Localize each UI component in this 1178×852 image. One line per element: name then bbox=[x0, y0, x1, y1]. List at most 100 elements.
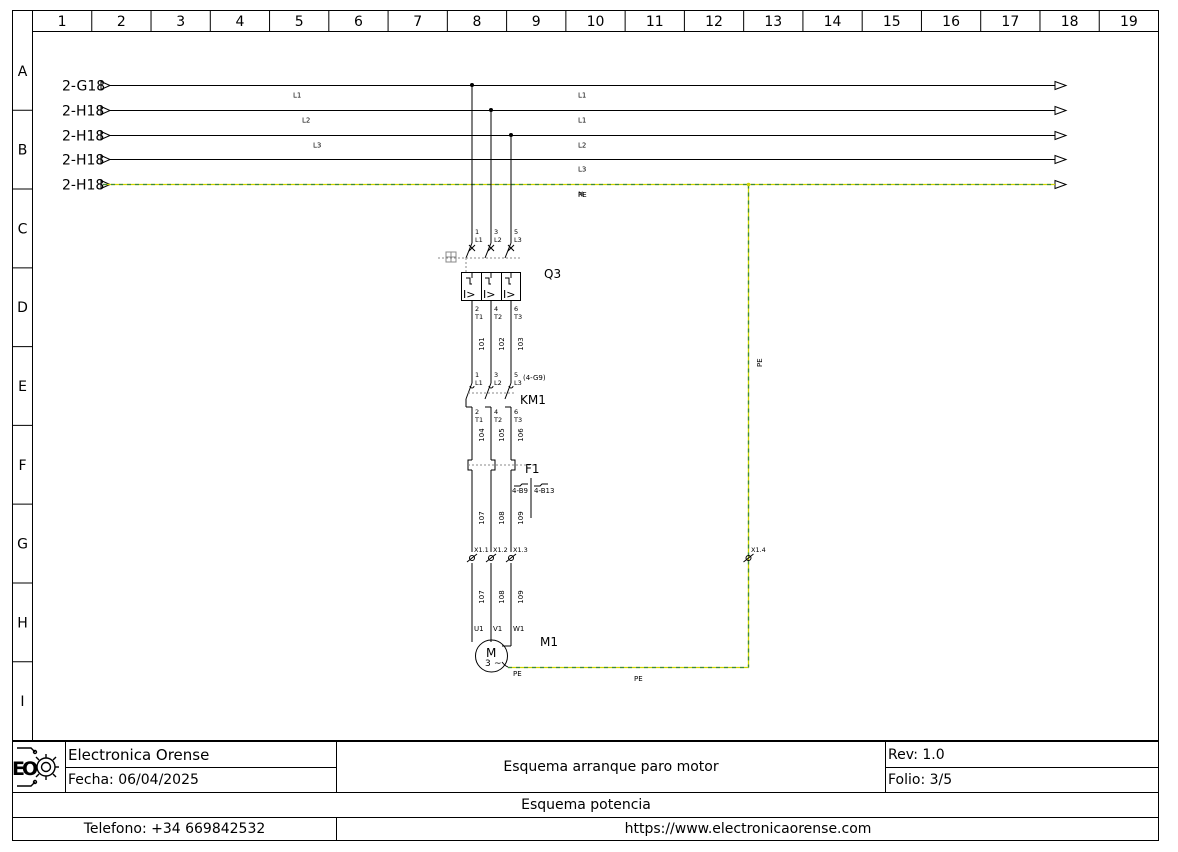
pe-conductor bbox=[103, 182, 1055, 669]
column-label: 15 bbox=[883, 14, 901, 30]
km1-pin-top-label: L1 bbox=[475, 379, 483, 387]
wire-number: 109 bbox=[517, 590, 525, 603]
logo-text: EO bbox=[13, 758, 38, 780]
row-label: F bbox=[18, 458, 26, 474]
column-label: 8 bbox=[473, 14, 482, 30]
row-label: A bbox=[18, 64, 28, 80]
column-label: 4 bbox=[235, 14, 244, 30]
title-block: EO Electronica Orense Fecha: 06/04/2025 … bbox=[12, 741, 1159, 841]
m1-pin-u1: U1 bbox=[474, 625, 484, 633]
q3-pin-top-num: 3 bbox=[494, 228, 498, 236]
column-label: 1 bbox=[58, 14, 67, 30]
km1-label: KM1 bbox=[520, 393, 546, 407]
q3-pin-top-label: L1 bbox=[475, 236, 483, 244]
website-link[interactable]: https://www.electronicaorense.com bbox=[624, 821, 872, 837]
junction-dots bbox=[470, 83, 513, 137]
company-name: Electronica Orense bbox=[68, 746, 210, 764]
busbar-end-arrow bbox=[1054, 179, 1068, 190]
title-block-hline-4 bbox=[13, 817, 1159, 818]
m1-label: M1 bbox=[540, 635, 558, 649]
company-logo: EO bbox=[12, 744, 65, 790]
busbar-ref: 2-H18 bbox=[62, 153, 104, 169]
q3-pin-top-num: 1 bbox=[475, 228, 479, 236]
column-label: 16 bbox=[942, 14, 960, 30]
m1-tilde: ~ bbox=[494, 659, 502, 669]
title-block-vline-1 bbox=[336, 742, 337, 792]
drawing-title: Esquema arranque paro motor bbox=[503, 759, 719, 775]
phone-field: Telefono: +34 669842532 bbox=[83, 821, 266, 837]
busbar-start-arrow bbox=[100, 130, 112, 141]
q3-label: Q3 bbox=[544, 267, 561, 281]
column-label: 17 bbox=[1001, 14, 1019, 30]
pe-vertical-label: PE bbox=[756, 358, 764, 367]
busbar-end-label: L1 bbox=[578, 117, 586, 125]
row-label: G bbox=[17, 537, 28, 553]
busbar-start-arrow bbox=[100, 80, 112, 91]
km1-pin-bot-label: T2 bbox=[493, 416, 502, 424]
q3-pin-bot-num: 4 bbox=[494, 305, 498, 313]
f1-label: F1 bbox=[525, 462, 540, 476]
q3-trip-3: I> bbox=[503, 288, 515, 301]
column-label: 6 bbox=[354, 14, 363, 30]
busbar-phase-label: L3 bbox=[313, 142, 321, 150]
q3-trip-1: I> bbox=[463, 288, 475, 301]
f1-ref-a: 4-B9 bbox=[512, 487, 528, 495]
wire-number: 102 bbox=[498, 337, 506, 350]
busbar-ref: 2-H18 bbox=[62, 129, 104, 145]
wire-number: 107 bbox=[478, 590, 486, 603]
column-label: 18 bbox=[1061, 14, 1079, 30]
row-label: B bbox=[18, 143, 28, 159]
row-label: H bbox=[17, 615, 28, 631]
revision-field: Rev: 1.0 bbox=[888, 747, 945, 763]
folio-field: Folio: 3/5 bbox=[888, 772, 953, 788]
drawing-subtitle: Esquema potencia bbox=[521, 796, 651, 813]
m1-motor: M 3 ~ M1 U1 V1 W1 PE bbox=[474, 625, 558, 678]
row-label: I bbox=[20, 694, 24, 710]
q3-pin-top-label: L2 bbox=[494, 236, 502, 244]
q3-pin-bot-label: T3 bbox=[513, 313, 522, 321]
busbar-start-arrow bbox=[100, 105, 112, 116]
m1-phases: 3 bbox=[485, 659, 491, 669]
wire-number: 109 bbox=[517, 511, 525, 524]
column-label: 14 bbox=[824, 14, 842, 30]
x1-pin-1: X1.1 bbox=[474, 546, 489, 554]
x1-terminals: X1.1 X1.2 X1.3 X1.4 bbox=[466, 546, 766, 563]
wire-number: 106 bbox=[517, 428, 525, 442]
km1-pin-bot-num: 6 bbox=[514, 408, 518, 416]
title-block-vline-3 bbox=[336, 817, 337, 841]
busbar-end-label: L1 bbox=[578, 92, 586, 100]
q3-pin-top-label: L3 bbox=[514, 236, 522, 244]
x1-pin-3: X1.3 bbox=[513, 546, 528, 554]
busbar-phase-label: L2 bbox=[302, 117, 310, 125]
column-label: 5 bbox=[295, 14, 304, 30]
column-label: 10 bbox=[587, 14, 605, 30]
m1-pin-v1: V1 bbox=[493, 625, 502, 633]
title-block-hline-2 bbox=[885, 767, 1159, 768]
f1-ref-b: 4-B13 bbox=[534, 487, 554, 495]
m1-pe: PE bbox=[513, 670, 522, 678]
column-label: 7 bbox=[413, 14, 422, 30]
q3-trip-2: I> bbox=[483, 288, 495, 301]
busbar-end-arrow bbox=[1054, 105, 1068, 116]
busbar-end-arrow bbox=[1054, 130, 1068, 141]
m1-symbol: M bbox=[486, 646, 496, 660]
x1-pin-2: X1.2 bbox=[493, 546, 508, 554]
wire-number: 104 bbox=[478, 428, 486, 442]
column-label: 12 bbox=[705, 14, 723, 30]
title-block-hline-1 bbox=[65, 767, 336, 768]
x1-pin-4: X1.4 bbox=[751, 546, 766, 554]
busbar-start-arrow bbox=[100, 154, 112, 165]
row-label: D bbox=[17, 300, 28, 316]
phase-conductors bbox=[471, 85, 512, 646]
title-block-vline-logo bbox=[65, 742, 66, 792]
busbar-ref: 2-G18 bbox=[62, 79, 105, 95]
q3-pin-bot-num: 2 bbox=[475, 305, 479, 313]
